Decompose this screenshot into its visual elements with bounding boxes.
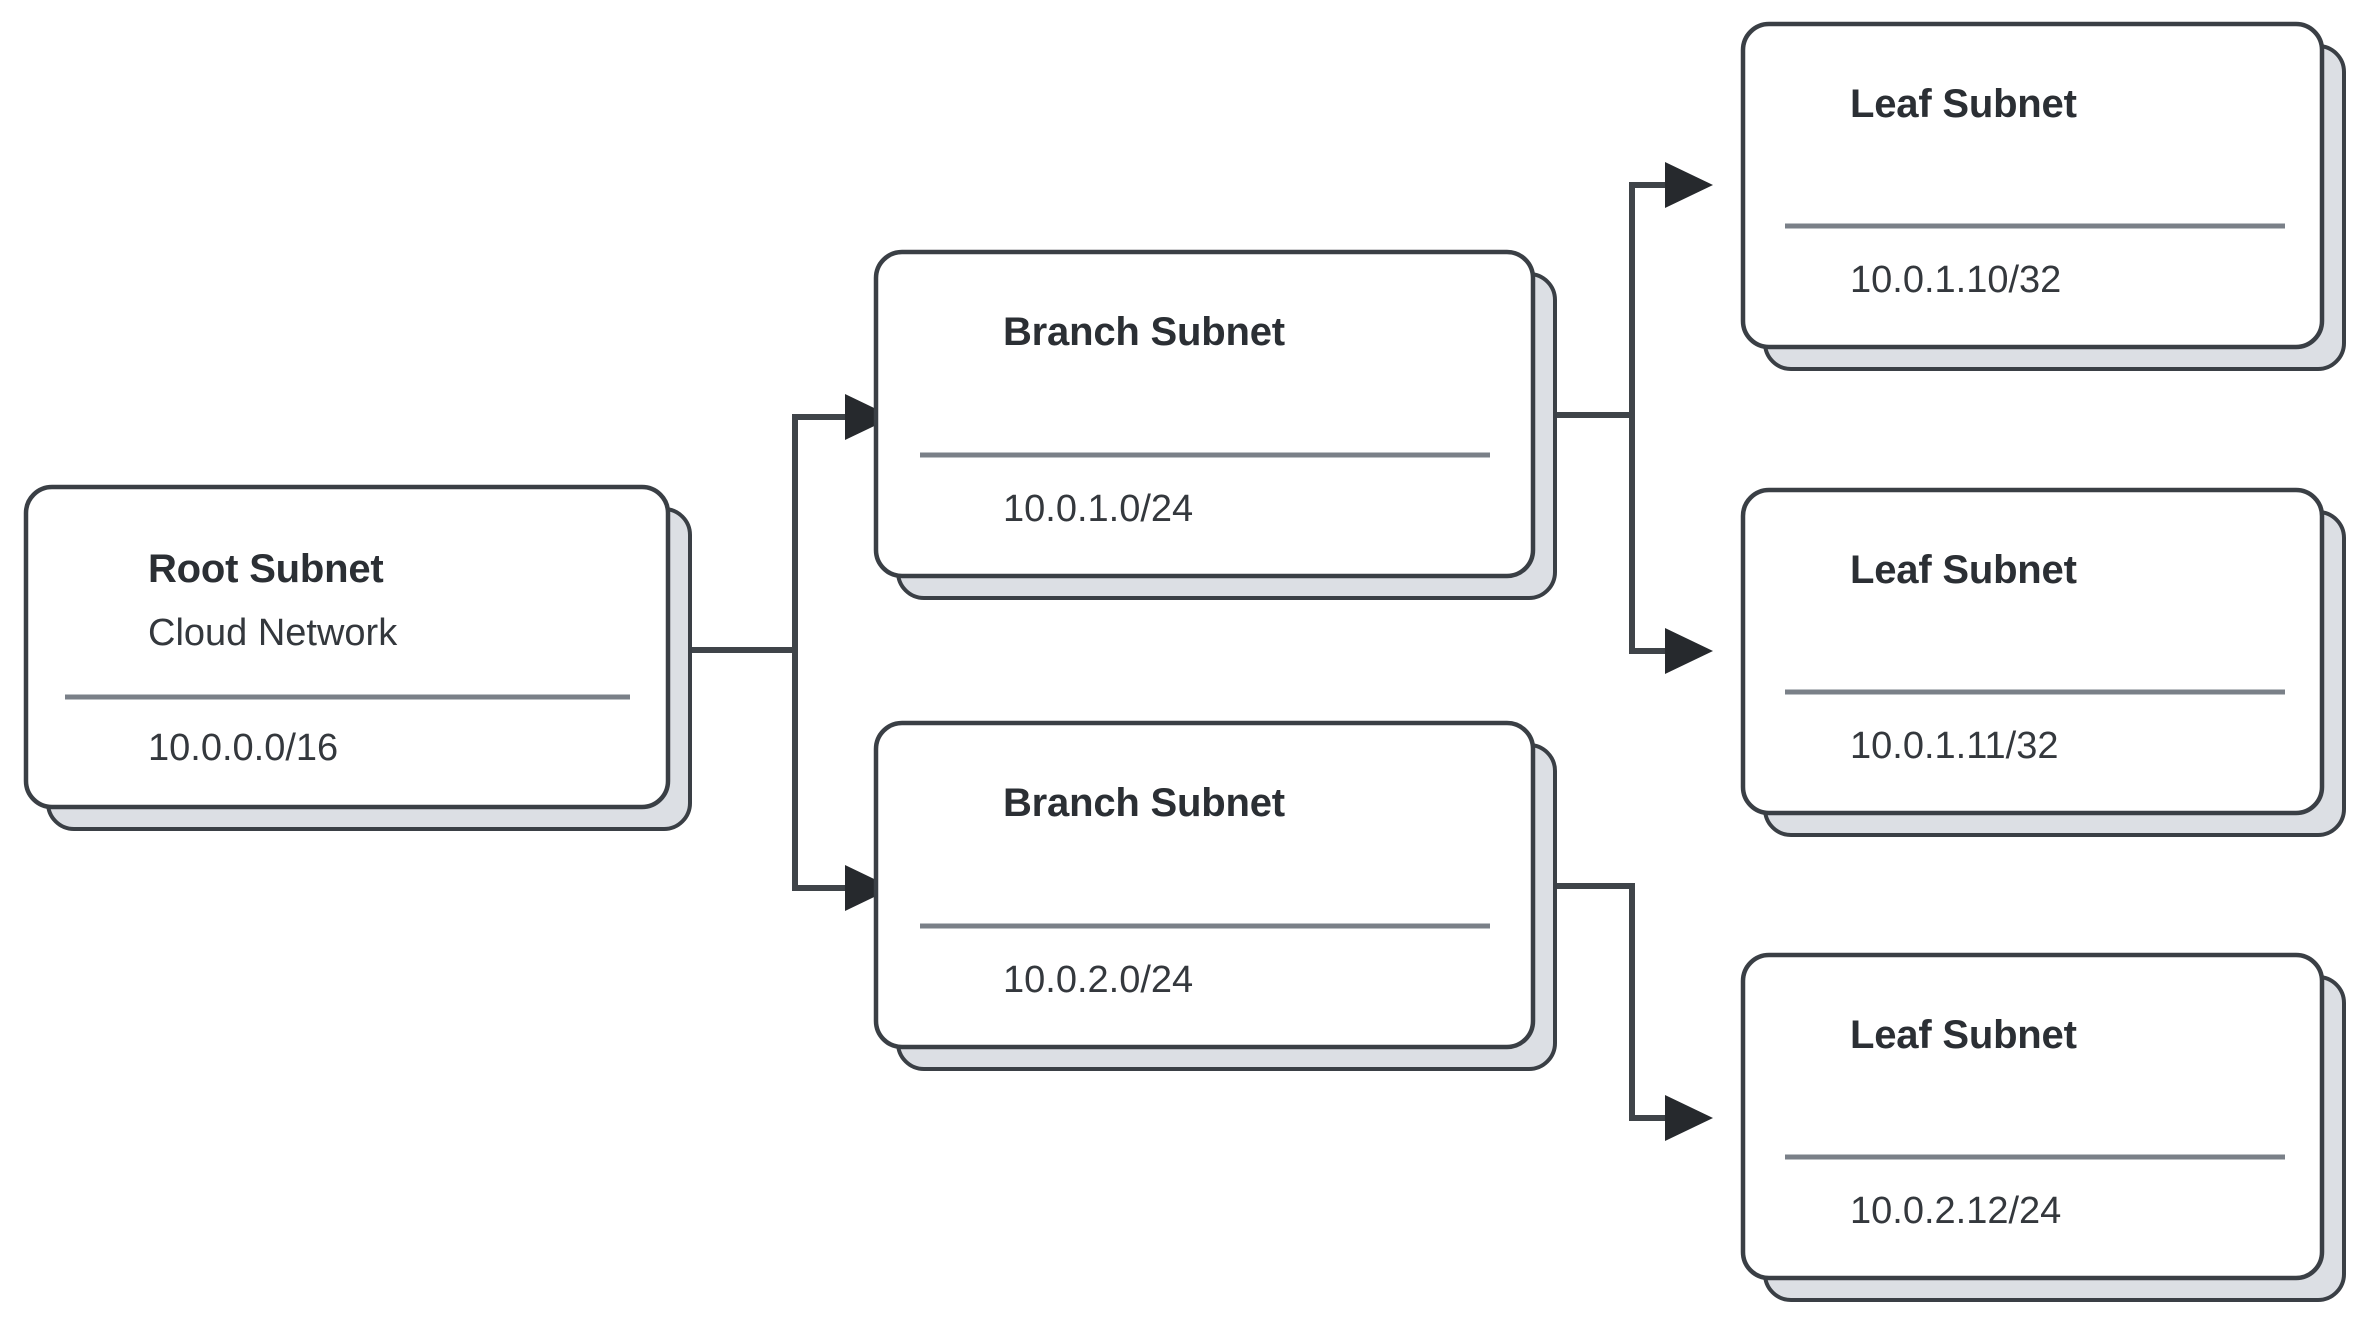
node-subtitle: Cloud Network [148,612,398,654]
card-face [1740,487,2325,816]
card-face [23,484,671,810]
node-leaf-subnet-2[interactable]: Leaf Subnet 10.0.1.11/32 [1740,487,2346,837]
node-cidr: 10.0.1.10/32 [1850,259,2061,301]
node-cidr: 10.0.2.12/24 [1850,1190,2061,1232]
node-cidr: 10.0.0.0/16 [148,727,338,769]
node-leaf-subnet-1[interactable]: Leaf Subnet 10.0.1.10/32 [1740,21,2346,371]
edge-path [1533,883,1665,1121]
arrow-head-icon [845,865,893,911]
node-title: Leaf Subnet [1850,1013,2077,1057]
node-title: Branch Subnet [1003,310,1285,354]
card-face [873,720,1536,1050]
edge-root-to-branch-1 [668,394,893,653]
arrow-head-icon [1665,1095,1713,1141]
node-branch-subnet-1[interactable]: Branch Subnet 10.0.1.0/24 [873,249,1557,600]
arrow-head-icon [845,394,893,440]
edge-branch-1-to-leaf-2 [1533,412,1713,674]
node-cidr: 10.0.2.0/24 [1003,959,1193,1001]
arrow-head-icon [1665,628,1713,674]
node-title: Root Subnet [148,547,384,591]
card-face [1740,952,2325,1281]
edge-root-to-branch-2 [668,647,893,911]
arrow-head-icon [1665,162,1713,208]
node-cidr: 10.0.1.0/24 [1003,488,1193,530]
node-leaf-subnet-3[interactable]: Leaf Subnet 10.0.2.12/24 [1740,952,2346,1302]
edge-branch-2-to-leaf-3 [1533,883,1713,1141]
node-title: Branch Subnet [1003,781,1285,825]
edge-path [668,647,845,891]
node-root-subnet[interactable]: Root Subnet Cloud Network 10.0.0.0/16 [23,484,692,831]
node-title: Leaf Subnet [1850,548,2077,592]
edge-path [668,414,845,653]
edge-branch-1-to-leaf-1 [1533,162,1713,418]
card-face [1740,21,2325,350]
node-cidr: 10.0.1.11/32 [1850,725,2058,767]
node-title: Leaf Subnet [1850,82,2077,126]
card-face [873,249,1536,579]
node-branch-subnet-2[interactable]: Branch Subnet 10.0.2.0/24 [873,720,1557,1071]
edge-path [1533,412,1665,654]
